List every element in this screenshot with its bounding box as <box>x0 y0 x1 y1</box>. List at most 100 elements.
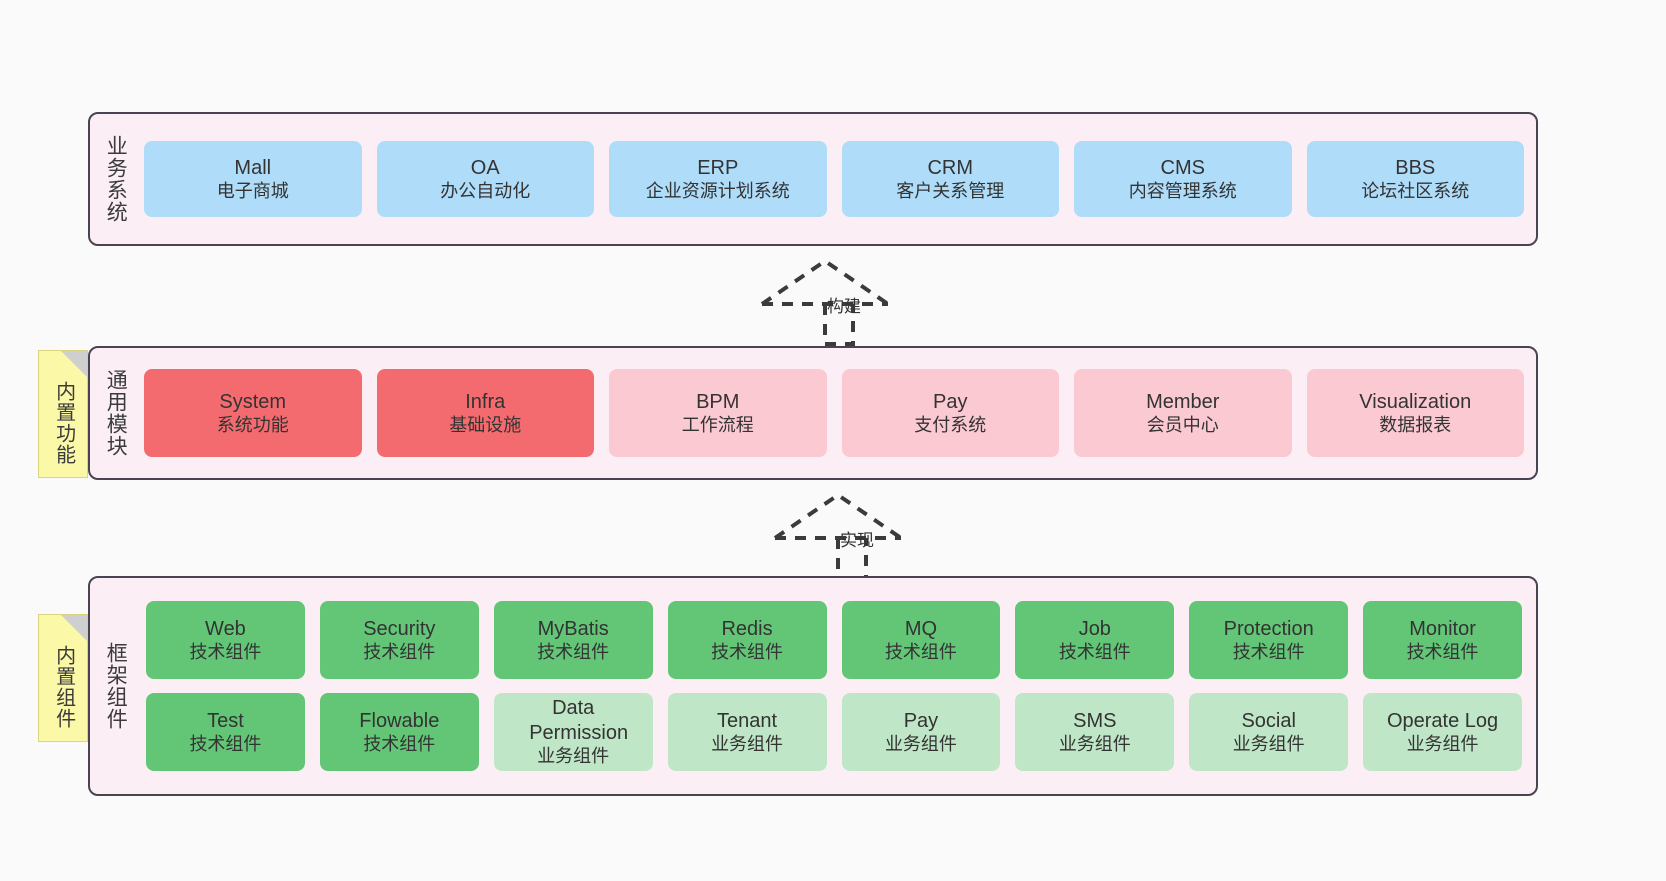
arrow-implement-label: 实现 <box>840 531 874 550</box>
note-fold-icon <box>61 351 87 377</box>
card-mybatis-desc: 技术组件 <box>537 641 610 662</box>
card-sms-name: SMS <box>1073 709 1117 732</box>
card-sms-desc: 业务组件 <box>1058 733 1131 754</box>
arrow-build-stem <box>823 304 855 346</box>
card-visualization-name: Visualization <box>1359 390 1472 413</box>
layer-framework-components: 框架组件 Web 技术组件 Security 技术组件 MyBatis 技术组件… <box>88 576 1538 796</box>
card-bbs[interactable]: BBS 论坛社区系统 <box>1306 141 1524 217</box>
card-oa[interactable]: OA 办公自动化 <box>376 141 594 217</box>
card-data-permission[interactable]: Data Permission 业务组件 <box>493 693 653 771</box>
card-flowable-name: Flowable <box>359 709 440 732</box>
layer-framework-components-label: 框架组件 <box>104 642 128 730</box>
card-redis-desc: 技术组件 <box>711 641 784 662</box>
card-pay-component[interactable]: Pay 业务组件 <box>841 693 1001 771</box>
card-security-desc: 技术组件 <box>363 641 436 662</box>
card-crm[interactable]: CRM 客户关系管理 <box>841 141 1059 217</box>
card-flowable[interactable]: Flowable 技术组件 <box>319 693 479 771</box>
card-protection-name: Protection <box>1223 617 1314 640</box>
arrow-build: 构建 <box>755 256 905 348</box>
card-social[interactable]: Social 业务组件 <box>1189 693 1349 771</box>
card-erp-name: ERP <box>697 156 739 179</box>
card-visualization[interactable]: Visualization 数据报表 <box>1306 369 1524 457</box>
card-cms-desc: 内容管理系统 <box>1128 180 1237 201</box>
card-data-permission-name: Data Permission <box>529 697 629 744</box>
card-flowable-desc: 技术组件 <box>363 733 436 754</box>
card-pay-module-desc: 支付系统 <box>914 414 987 435</box>
card-protection-desc: 技术组件 <box>1232 641 1305 662</box>
card-bpm-desc: 工作流程 <box>681 414 754 435</box>
note-builtin-features-label: 内置功能 <box>52 381 75 465</box>
card-test[interactable]: Test 技术组件 <box>146 693 305 771</box>
card-redis[interactable]: Redis 技术组件 <box>667 601 827 679</box>
card-system-name: System <box>219 390 287 413</box>
card-pay-module[interactable]: Pay 支付系统 <box>841 369 1059 457</box>
layer-business-systems: 业务系统 Mall 电子商城 OA 办公自动化 ERP 企业资源计划系统 CRM… <box>88 112 1538 246</box>
arrow-build-head <box>760 258 890 306</box>
card-security-name: Security <box>363 617 436 640</box>
card-tenant[interactable]: Tenant 业务组件 <box>667 693 827 771</box>
card-tenant-desc: 业务组件 <box>711 733 784 754</box>
card-bpm[interactable]: BPM 工作流程 <box>609 369 827 457</box>
card-erp-desc: 企业资源计划系统 <box>645 180 790 201</box>
card-member[interactable]: Member 会员中心 <box>1074 369 1292 457</box>
note-builtin-components-label: 内置组件 <box>52 645 75 729</box>
layer-common-modules-label: 通用模块 <box>104 369 128 457</box>
card-cms[interactable]: CMS 内容管理系统 <box>1074 141 1292 217</box>
note-fold-icon <box>61 615 87 641</box>
card-web[interactable]: Web 技术组件 <box>146 601 305 679</box>
card-job-name: Job <box>1078 617 1111 640</box>
layer-common-modules: 通用模块 System 系统功能 Infra 基础设施 BPM 工作流程 Pay… <box>88 346 1538 480</box>
card-monitor-name: Monitor <box>1409 617 1476 640</box>
card-system-desc: 系统功能 <box>216 414 289 435</box>
framework-row-2: Test 技术组件 Flowable 技术组件 Data Permission … <box>146 693 1522 771</box>
card-protection[interactable]: Protection 技术组件 <box>1189 601 1349 679</box>
card-mall-name: Mall <box>234 156 272 179</box>
card-sms[interactable]: SMS 业务组件 <box>1015 693 1175 771</box>
card-web-name: Web <box>205 617 246 640</box>
layer-business-systems-label: 业务系统 <box>104 135 128 223</box>
card-infra[interactable]: Infra 基础设施 <box>376 369 594 457</box>
card-bbs-desc: 论坛社区系统 <box>1361 180 1470 201</box>
card-member-desc: 会员中心 <box>1146 414 1219 435</box>
arrow-implement-stem <box>836 538 868 580</box>
card-mybatis-name: MyBatis <box>537 617 609 640</box>
card-system[interactable]: System 系统功能 <box>144 369 362 457</box>
card-visualization-desc: 数据报表 <box>1379 414 1452 435</box>
note-builtin-components: 内置组件 <box>38 614 88 742</box>
card-bpm-name: BPM <box>696 390 740 413</box>
card-monitor[interactable]: Monitor 技术组件 <box>1363 601 1522 679</box>
card-pay-component-name: Pay <box>903 709 939 732</box>
note-builtin-features: 内置功能 <box>38 350 88 478</box>
card-member-name: Member <box>1146 390 1220 413</box>
card-social-desc: 业务组件 <box>1232 733 1305 754</box>
card-job-desc: 技术组件 <box>1058 641 1131 662</box>
card-mall-desc: 电子商城 <box>216 180 289 201</box>
card-security[interactable]: Security 技术组件 <box>319 601 479 679</box>
card-mq-desc: 技术组件 <box>884 641 957 662</box>
arrow-implement-head <box>773 492 903 540</box>
framework-row-1: Web 技术组件 Security 技术组件 MyBatis 技术组件 Redi… <box>146 601 1522 679</box>
card-bbs-name: BBS <box>1395 156 1436 179</box>
card-oa-desc: 办公自动化 <box>440 180 531 201</box>
card-oa-name: OA <box>470 156 500 179</box>
card-crm-name: CRM <box>927 156 974 179</box>
card-redis-name: Redis <box>721 617 773 640</box>
card-cms-name: CMS <box>1160 156 1205 179</box>
card-operate-log-name: Operate Log <box>1386 709 1499 732</box>
card-test-desc: 技术组件 <box>189 733 262 754</box>
card-mall[interactable]: Mall 电子商城 <box>144 141 362 217</box>
card-monitor-desc: 技术组件 <box>1406 641 1479 662</box>
card-social-name: Social <box>1241 709 1296 732</box>
arrow-implement: 实现 <box>768 490 918 582</box>
card-web-desc: 技术组件 <box>189 641 262 662</box>
arrow-build-label: 构建 <box>827 297 861 316</box>
card-crm-desc: 客户关系管理 <box>896 180 1005 201</box>
card-mq-name: MQ <box>904 617 938 640</box>
card-operate-log[interactable]: Operate Log 业务组件 <box>1363 693 1522 771</box>
layer-business-systems-cards: Mall 电子商城 OA 办公自动化 ERP 企业资源计划系统 CRM 客户关系… <box>140 114 1536 244</box>
card-mybatis[interactable]: MyBatis 技术组件 <box>493 601 653 679</box>
card-job[interactable]: Job 技术组件 <box>1015 601 1175 679</box>
card-mq[interactable]: MQ 技术组件 <box>841 601 1001 679</box>
card-erp[interactable]: ERP 企业资源计划系统 <box>609 141 827 217</box>
